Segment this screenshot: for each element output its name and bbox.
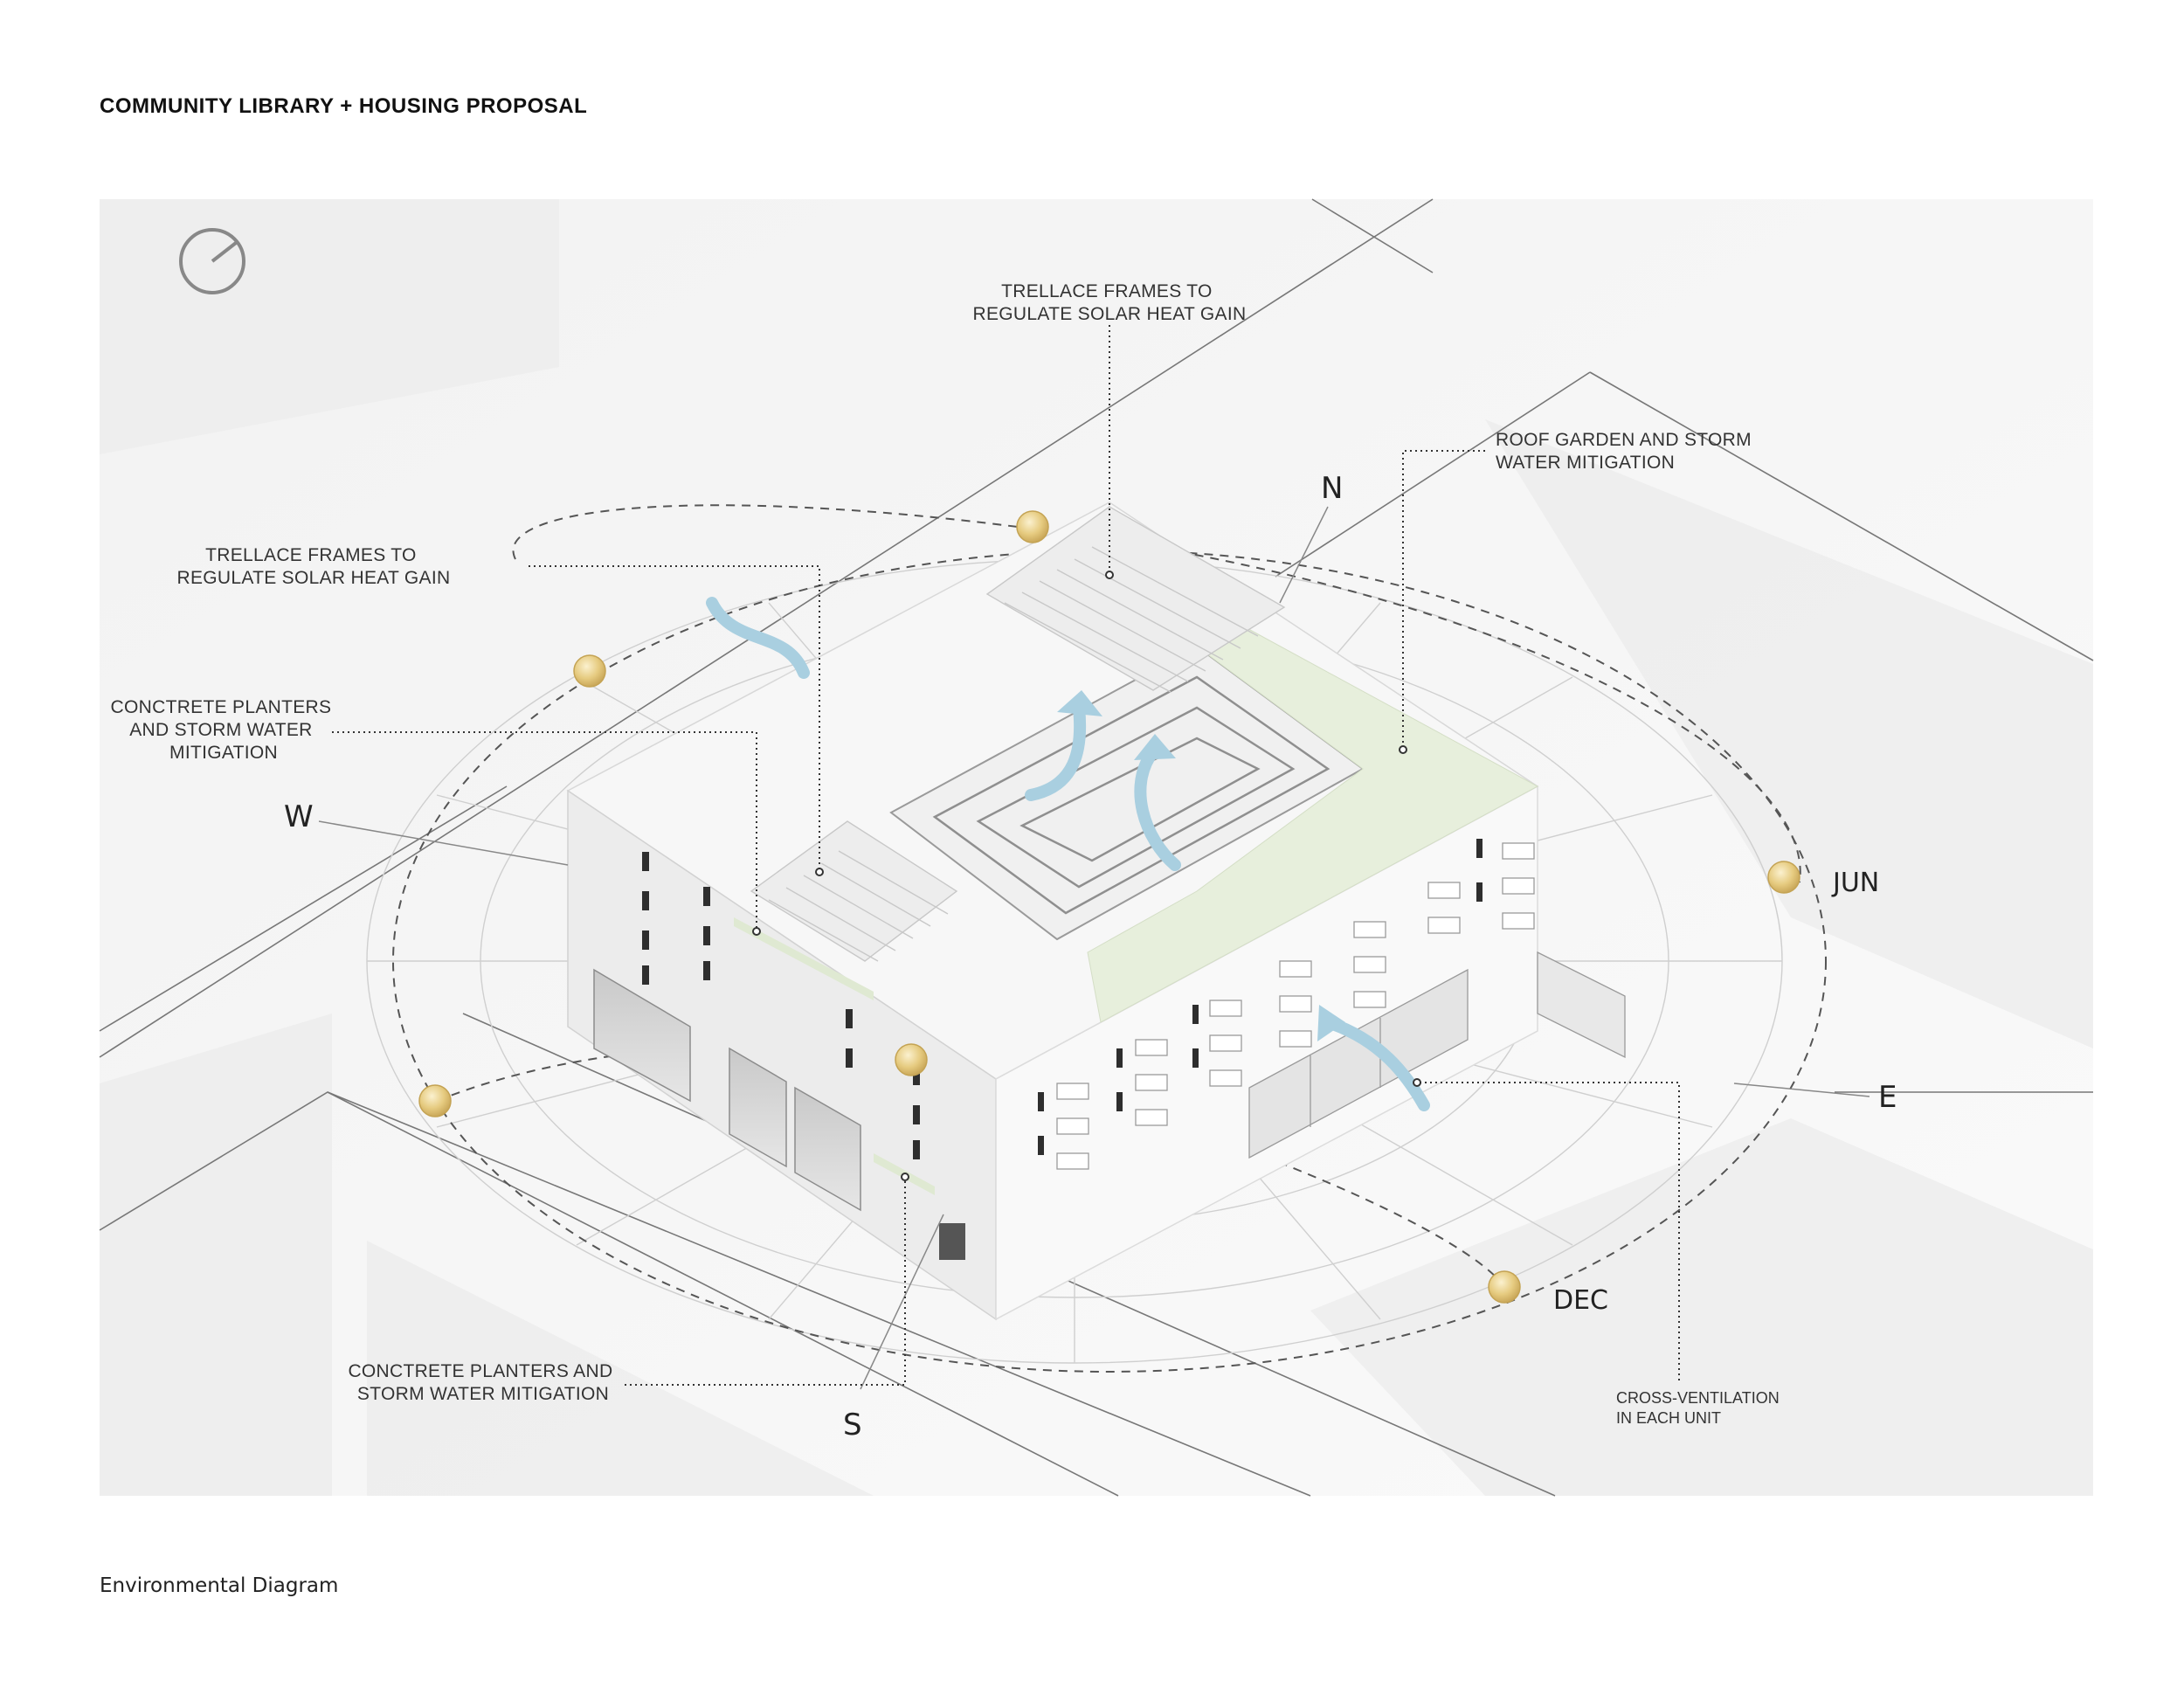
- annotation-trellace-left: TRELLACE FRAMES TO REGULATE SOLAR HEAT G…: [177, 545, 451, 588]
- annotation-line: ROOF GARDEN AND STORM: [1496, 430, 1752, 450]
- annotation-dots: [752, 571, 1421, 1181]
- right-facade-openings: [1038, 839, 1482, 1155]
- annotation-line: REGULATE SOLAR HEAT GAIN: [177, 568, 451, 588]
- air-arrow-head: [1057, 690, 1102, 716]
- figure-caption: Environmental Diagram: [100, 1574, 339, 1597]
- north-arrow-icon: [179, 228, 245, 294]
- sun-positions: [418, 510, 1800, 1304]
- context-massing: [100, 199, 2093, 1496]
- unit-section-cutaway: [1248, 951, 1626, 1159]
- annotation-planters-left: CONCTRETE PLANTERS AND STORM WATER MITIG…: [111, 697, 337, 763]
- compass-east: E: [1878, 1080, 1897, 1115]
- air-arrow-head: [1134, 734, 1176, 760]
- sun-path-jun: JUN: [1831, 868, 1879, 898]
- air-flow-arrows: [706, 597, 1430, 1111]
- trellis-frames-left: [750, 820, 958, 962]
- annotation-roof-garden: ROOF GARDEN AND STORM WATER MITIGATION: [1496, 430, 1757, 473]
- air-arrow-heads: [1057, 690, 1345, 1041]
- annotation-line: CONCTRETE PLANTERS AND: [348, 1361, 612, 1381]
- annotation-cross-ventilation: CROSS-VENTILATION IN EACH UNIT: [1616, 1389, 1784, 1427]
- trellis-frames-top: [985, 506, 1286, 693]
- compass-leaders: [318, 506, 1870, 1390]
- sun-marker: [1767, 861, 1800, 894]
- annotation-line: TRELLACE FRAMES TO: [1001, 281, 1213, 301]
- annotation-line: IN EACH UNIT: [1616, 1409, 1721, 1427]
- library-glazing: [593, 968, 861, 1212]
- left-facade-windows: [642, 852, 920, 1159]
- annotation-line: CONCTRETE PLANTERS: [111, 697, 332, 717]
- compass-west: W: [284, 799, 314, 834]
- annotation-trellace-top: TRELLACE FRAMES TO REGULATE SOLAR HEAT G…: [973, 281, 1247, 324]
- compass-north: N: [1321, 471, 1343, 506]
- annotation-line: WATER MITIGATION: [1496, 453, 1675, 473]
- sun-path-dec: DEC: [1553, 1285, 1608, 1316]
- annotation-line: REGULATE SOLAR HEAT GAIN: [973, 304, 1247, 324]
- annotation-leaders: [332, 325, 1680, 1386]
- annotation-planters-bottom: CONCTRETE PLANTERS AND STORM WATER MITIG…: [348, 1361, 618, 1404]
- annotation-line: STORM WATER MITIGATION: [357, 1384, 609, 1404]
- service-door: [939, 1223, 965, 1260]
- planter-strip-upper: [734, 917, 874, 1000]
- compass-south: S: [843, 1408, 862, 1442]
- annotation-line: CROSS-VENTILATION: [1616, 1389, 1780, 1407]
- annotation-line: TRELLACE FRAMES TO: [205, 545, 417, 565]
- sun-marker: [573, 654, 606, 688]
- air-arrow-head: [1317, 1005, 1345, 1041]
- sun-marker: [1488, 1270, 1521, 1304]
- sun-marker: [1016, 510, 1049, 543]
- annotation-line: MITIGATION: [169, 743, 278, 763]
- page-title: COMMUNITY LIBRARY + HOUSING PROPOSAL: [100, 94, 588, 118]
- annotation-line: AND STORM WATER: [129, 720, 312, 740]
- sun-marker: [418, 1084, 452, 1117]
- sun-marker: [895, 1043, 928, 1076]
- balconies: [1056, 842, 1535, 1170]
